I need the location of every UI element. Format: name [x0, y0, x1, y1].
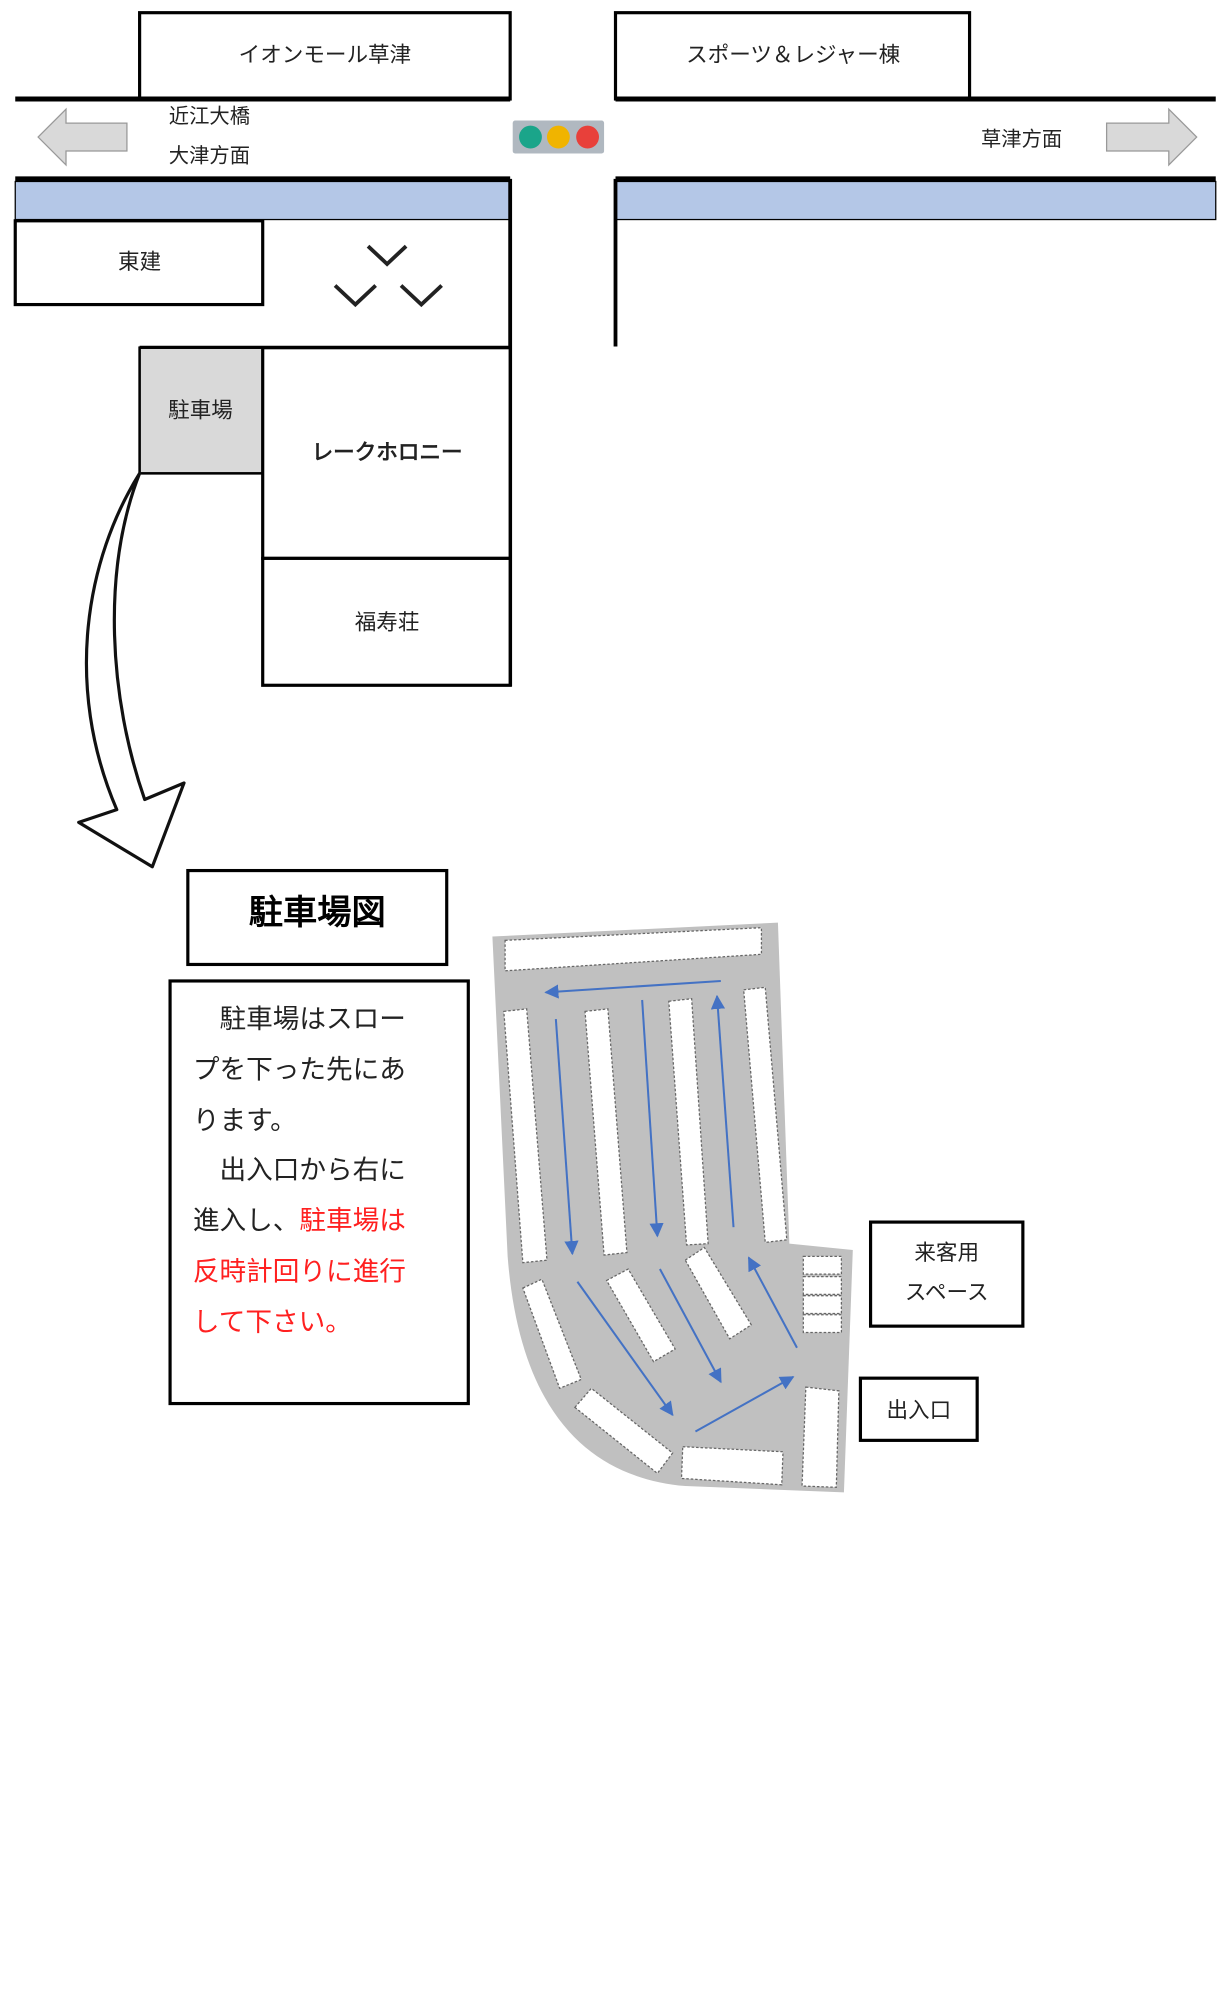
curved-arrow-icon — [77, 471, 186, 869]
visitor-stall — [802, 1255, 843, 1275]
description-line: 進入し、駐車場は — [193, 1206, 406, 1237]
aeon-label: イオンモール草津 — [239, 43, 412, 68]
flow-arrow — [554, 1018, 579, 1256]
arrow-right-icon — [1105, 107, 1198, 167]
description-line: 出入口から右に — [193, 1155, 406, 1186]
parking-lot-diagram — [492, 922, 853, 1493]
direction-left-line1: 近江大橋 — [169, 104, 250, 128]
direction-right: 草津方面 — [981, 127, 1062, 151]
arrow-left-icon — [37, 107, 128, 167]
parking-stall — [668, 998, 709, 1246]
description-line: 駐車場はスロー — [193, 1004, 406, 1035]
building-fukujusou: 福寿荘 — [261, 556, 512, 687]
flow-arrow — [576, 1281, 674, 1417]
lake-horony-label: レークホロニー — [312, 440, 463, 465]
parking-map-title-box: 駐車場図 — [186, 868, 449, 967]
description-box: 駐車場はスロー プを下った先にあ ります。 出入口から右に 進入し、駐車場は 反… — [168, 979, 470, 1406]
flow-arrow — [710, 994, 735, 1228]
main-road — [14, 96, 1217, 221]
description-highlight: して下さい。 — [193, 1307, 352, 1338]
parking-stall — [584, 1008, 628, 1256]
sidewalk-band-right — [614, 180, 1217, 221]
parking-stall — [605, 1268, 677, 1363]
description-text: 進入し、 — [193, 1206, 300, 1237]
flow-arrow — [544, 979, 721, 999]
chevron-down-icons — [333, 244, 443, 308]
fukujusou-label: 福寿荘 — [355, 610, 420, 635]
entrance-box: 出入口 — [858, 1376, 979, 1442]
parking-stall — [503, 1008, 548, 1264]
visitor-stall — [802, 1295, 843, 1315]
sidewalk-band-left — [14, 180, 511, 221]
building-lake-horony: レークホロニー — [261, 346, 512, 560]
direction-left-line2: 大津方面 — [169, 143, 250, 167]
parking-small-label: 駐車場 — [168, 399, 233, 424]
flow-arrow — [659, 1268, 722, 1384]
visitor-space-label: スペース — [905, 1280, 989, 1305]
parking-stall — [742, 986, 788, 1244]
visitor-space-label: 来客用 — [914, 1241, 979, 1266]
visitor-stall — [802, 1314, 843, 1334]
visitor-stall — [802, 1276, 843, 1296]
flow-arrow — [694, 1376, 795, 1433]
touken-label: 東建 — [118, 250, 161, 275]
parking-stall — [801, 1386, 840, 1488]
parking-map-title: 駐車場図 — [249, 893, 386, 933]
building-sports-leisure: スポーツ＆レジャー棟 — [613, 11, 972, 101]
flow-arrow — [641, 999, 664, 1238]
description-line: プを下った先にあ — [193, 1055, 406, 1086]
parking-stall — [522, 1278, 583, 1390]
building-parking-small: 駐車場 — [138, 346, 264, 475]
entrance-label: 出入口 — [886, 1399, 951, 1424]
traffic-light-icon — [512, 120, 605, 154]
sports-label: スポーツ＆レジャー棟 — [686, 43, 901, 68]
visitor-space-box: 来客用 スペース — [868, 1220, 1025, 1328]
description-line: ります。 — [193, 1105, 297, 1136]
building-aeon-mall: イオンモール草津 — [138, 11, 512, 101]
parking-stall — [504, 926, 763, 972]
parking-stall — [680, 1446, 784, 1486]
description-highlight: 反時計回りに進行 — [193, 1256, 406, 1287]
flow-arrow — [747, 1256, 798, 1349]
parking-stall — [684, 1246, 753, 1340]
description-highlight: 駐車場は — [299, 1206, 406, 1237]
building-touken: 東建 — [13, 219, 265, 307]
parking-stall — [573, 1387, 674, 1475]
